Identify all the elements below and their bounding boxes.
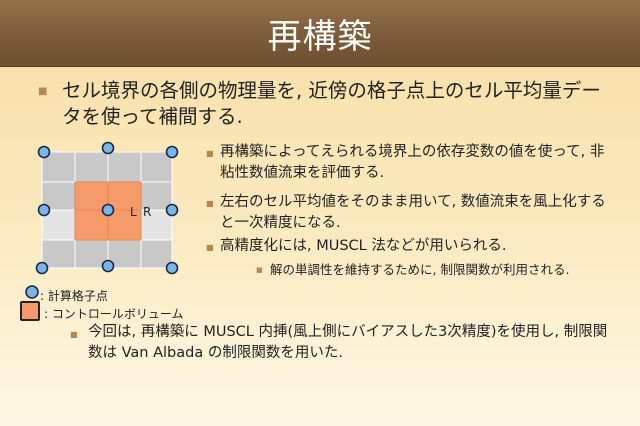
grid-cells bbox=[41, 151, 173, 269]
grid-node bbox=[35, 261, 49, 275]
grid-node bbox=[101, 259, 115, 273]
bullet-marker: ■ bbox=[70, 330, 78, 339]
bullet-marker: ■ bbox=[256, 266, 263, 274]
legend-node-swatch bbox=[25, 285, 39, 299]
bullet-marker: ■ bbox=[206, 149, 214, 158]
bullet-marker: ■ bbox=[38, 86, 48, 97]
bullet-marker: ■ bbox=[206, 243, 214, 252]
slide-title: 再構築 bbox=[267, 16, 373, 57]
legend-node-label: : 計算格子点 bbox=[40, 289, 108, 303]
label-R: R bbox=[143, 205, 151, 219]
grid-diagram: L R bbox=[35, 141, 179, 275]
grid-node bbox=[101, 203, 115, 217]
label-L: L bbox=[130, 205, 137, 219]
grid-node bbox=[37, 203, 51, 217]
grid-node bbox=[165, 203, 179, 217]
grid-node bbox=[101, 141, 115, 155]
legend-volume-label: : コントロールボリューム bbox=[44, 307, 184, 321]
legend-volume-swatch bbox=[20, 301, 40, 321]
grid-node bbox=[37, 145, 51, 159]
sub-bullet-3a-text: 解の単調性を維持するために, 制限関数が利用される. bbox=[270, 262, 570, 277]
title-bar: 再構築 bbox=[0, 0, 640, 67]
sub-bullet-1-text: 再構築によってえられる境界上の依存変数の値を使って, 非粘性数値流束を評価する. bbox=[220, 144, 605, 181]
sub-bullet-3-text: 高精度化には, MUSCL 法などが用いられる. bbox=[220, 238, 507, 254]
sub-bullet-2-text: 左右のセル平均値をそのまま用いて, 数値流束を風上化すると一次精度になる. bbox=[220, 194, 606, 231]
main-bullet-text: セル境界の各側の物理量を, 近傍の格子点上のセル平均量データを使って補間する. bbox=[62, 79, 601, 128]
grid-nodes bbox=[35, 141, 179, 275]
grid-node bbox=[165, 145, 179, 159]
bullet-marker: ■ bbox=[206, 199, 214, 208]
grid-node bbox=[165, 261, 179, 275]
note-bullet-text: 今回は, 再構築に MUSCL 内挿(風上側にバイアスした3次精度)を使用し, … bbox=[88, 324, 608, 361]
